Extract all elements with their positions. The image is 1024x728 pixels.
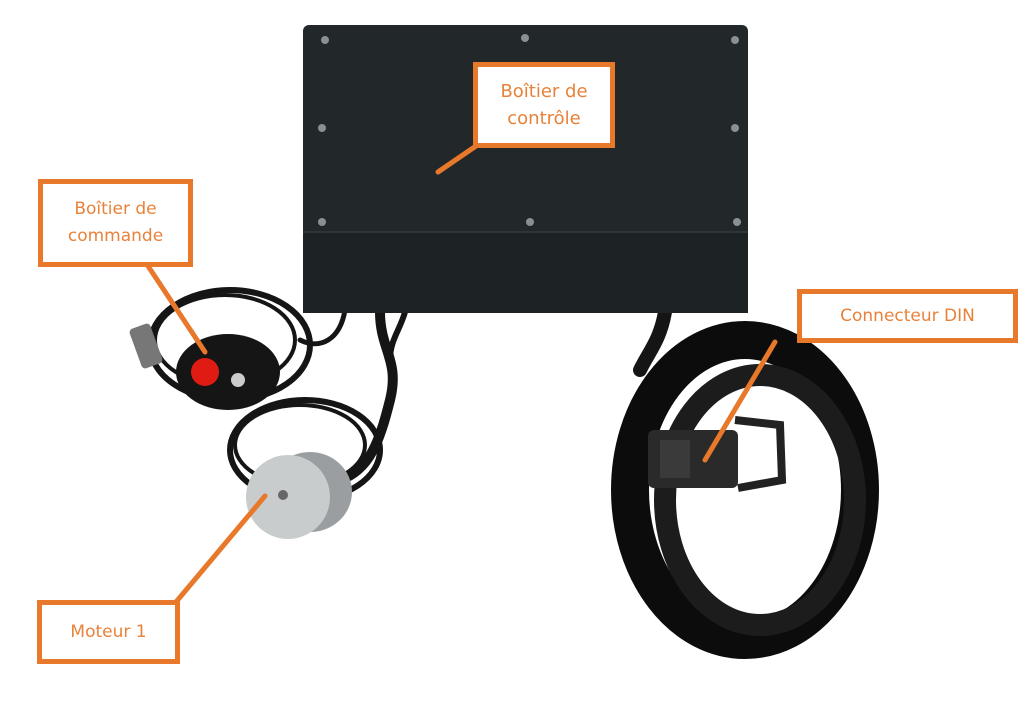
control-box [303, 25, 748, 313]
motor [246, 452, 352, 539]
key-switch [231, 373, 245, 387]
cable [387, 309, 408, 363]
command-box [129, 323, 280, 410]
label-text: Boîtier de commande [67, 199, 164, 246]
emergency-stop-button [191, 358, 219, 386]
label-text: Boîtier de contrôle [500, 81, 588, 129]
leader-line-control-box [435, 143, 479, 175]
leader-lines [145, 143, 778, 605]
screws [318, 34, 741, 226]
din-cable [633, 305, 672, 377]
din-cable-coil [654, 364, 866, 636]
leader-line-din-connector [702, 339, 778, 463]
motor-cable [335, 307, 398, 485]
label-text: Connecteur DIN [840, 305, 975, 326]
label-motor: Moteur 1 [37, 600, 180, 664]
cable [297, 307, 348, 347]
label-text: Moteur 1 [70, 621, 147, 642]
label-command-box: Boîtier de commande [38, 179, 193, 267]
din-connector [648, 416, 787, 492]
label-din-connector: Connecteur DIN [797, 289, 1018, 343]
leader-line-command-box [145, 263, 208, 355]
label-control-box: Boîtier de contrôle [473, 62, 615, 148]
leader-line-motor [173, 493, 268, 605]
